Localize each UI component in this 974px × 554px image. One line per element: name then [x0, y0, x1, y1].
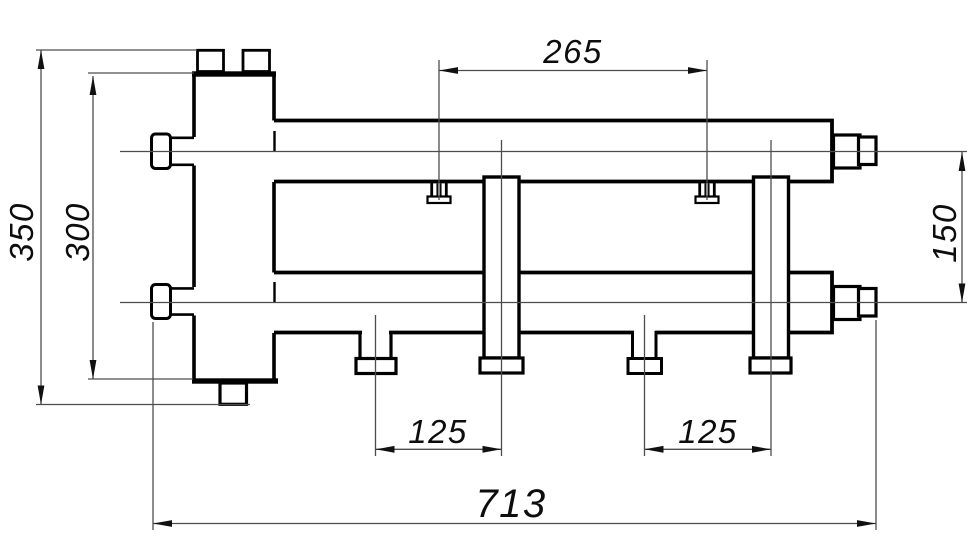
arrow-300-up [89, 76, 97, 95]
dim-label-125-right: 125 [678, 413, 738, 450]
bottom-stub-1 [358, 331, 393, 359]
dim-label-150: 150 [926, 203, 963, 263]
top-stub-2 [241, 48, 271, 73]
arrow-125L-left [375, 445, 395, 453]
dimension-arrowheads [37, 50, 966, 527]
arrow-265-right [688, 67, 707, 74]
arrow-150-up [958, 152, 966, 171]
arrow-713-left [153, 520, 172, 527]
arrow-265-left [439, 67, 458, 74]
arrow-350-up [37, 50, 45, 69]
arrow-713-right [857, 520, 876, 527]
arrow-125L-right [482, 445, 502, 453]
dim-label-713: 713 [475, 482, 546, 526]
arrow-150-down [958, 283, 966, 303]
arrow-350-down [37, 385, 45, 405]
dim-line-713 [152, 320, 877, 530]
arrow-125R-right [752, 445, 771, 453]
dim-line-265 [438, 60, 708, 200]
top-plate [192, 71, 276, 77]
arrow-300-down [89, 360, 97, 379]
separator-body [192, 74, 276, 381]
left-port-bottom [150, 283, 194, 320]
extension-lines-left [36, 49, 250, 406]
center-and-dimension-lines [36, 49, 967, 530]
bottom-stub-2 [631, 331, 658, 359]
top-stub-1 [196, 48, 225, 73]
separator-bottom-stub [218, 381, 249, 406]
dim-label-350: 350 [3, 202, 40, 262]
dim-label-125-left: 125 [408, 413, 468, 450]
bottom-plate [192, 378, 278, 384]
dim-label-300: 300 [59, 202, 96, 262]
outlet-axis-lines [374, 140, 772, 456]
dim-label-265: 265 [542, 33, 603, 70]
arrow-125R-left [644, 445, 664, 453]
